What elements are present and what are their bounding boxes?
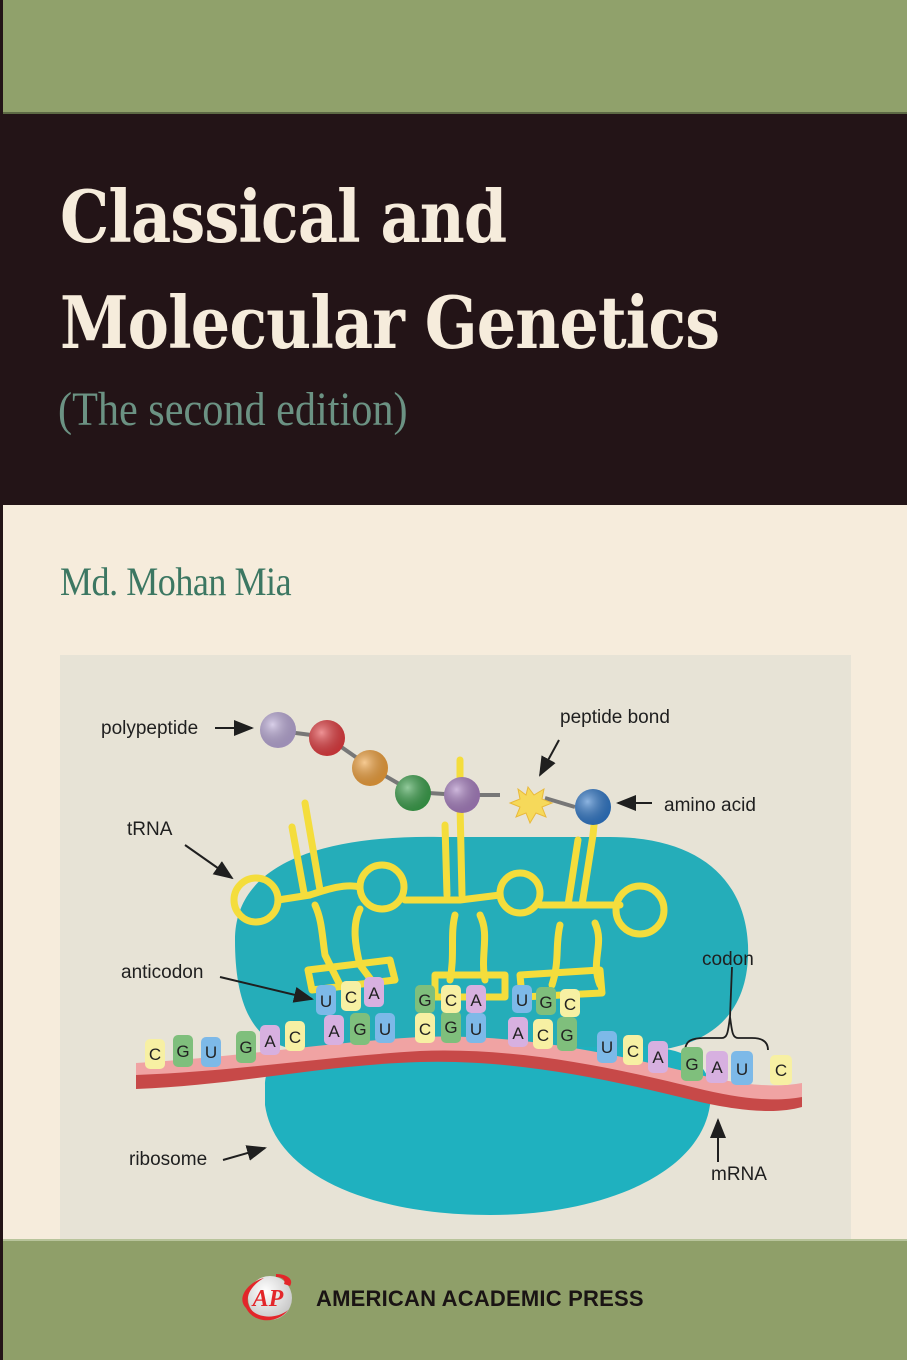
top-band	[0, 0, 907, 114]
svg-text:G: G	[176, 1042, 189, 1061]
anticodon-bases: U C A G C A U G C	[316, 977, 580, 1017]
svg-text:G: G	[444, 1018, 457, 1037]
svg-text:U: U	[205, 1043, 217, 1062]
svg-text:U: U	[320, 992, 332, 1011]
svg-text:U: U	[516, 991, 528, 1010]
svg-text:G: G	[560, 1026, 573, 1045]
ribosome-small-subunit-icon	[265, 1046, 711, 1215]
bottom-band: AP AMERICAN ACADEMIC PRESS	[0, 1239, 907, 1360]
svg-text:C: C	[627, 1042, 639, 1061]
label-anticodon: anticodon	[121, 962, 204, 983]
label-ribosome: ribosome	[129, 1149, 208, 1170]
svg-text:C: C	[149, 1045, 161, 1064]
label-peptide-bond: peptide bond	[560, 707, 670, 728]
mrna-strand-icon	[136, 1036, 802, 1112]
svg-text:A: A	[512, 1024, 524, 1043]
author-name: Md. Mohan Mia	[60, 559, 292, 604]
polypeptide-beads-icon	[260, 712, 480, 813]
translation-illustration: C G U G A C A G U C G U A C G U C	[60, 655, 851, 1239]
svg-text:U: U	[736, 1060, 748, 1079]
svg-text:C: C	[537, 1026, 549, 1045]
edition-subtitle: (The second edition)	[58, 383, 408, 436]
svg-text:U: U	[470, 1020, 482, 1039]
peptide-bond-star-icon	[508, 785, 554, 825]
svg-text:A: A	[652, 1048, 664, 1067]
svg-text:C: C	[419, 1020, 431, 1039]
svg-text:U: U	[379, 1020, 391, 1039]
label-polypeptide: polypeptide	[101, 718, 199, 739]
svg-text:G: G	[239, 1038, 252, 1057]
svg-text:G: G	[539, 993, 552, 1012]
publisher-block: AP AMERICAN ACADEMIC PRESS	[232, 1268, 644, 1330]
title-band: Classical and Molecular Genetics (The se…	[0, 114, 907, 505]
svg-text:C: C	[445, 991, 457, 1010]
svg-text:C: C	[345, 988, 357, 1007]
book-title-line-2: Molecular Genetics	[60, 280, 720, 365]
label-arrows	[184, 720, 726, 1162]
svg-text:G: G	[418, 991, 431, 1010]
trna-molecules-icon	[230, 756, 668, 1001]
svg-text:U: U	[601, 1038, 613, 1057]
svg-text:A: A	[470, 991, 482, 1010]
svg-text:A: A	[264, 1032, 276, 1051]
codon-bracket-icon	[684, 966, 769, 1053]
svg-text:AP: AP	[251, 1286, 284, 1312]
amino-acid-bead-icon	[575, 789, 611, 825]
publisher-name: AMERICAN ACADEMIC PRESS	[316, 1286, 644, 1311]
svg-text:A: A	[711, 1058, 723, 1077]
label-mrna: mRNA	[711, 1164, 767, 1185]
svg-text:A: A	[328, 1022, 340, 1041]
mrna-bases: C G U G A C A G U C G U A C G U C	[145, 1011, 792, 1085]
label-codon: codon	[702, 949, 754, 970]
svg-text:C: C	[289, 1028, 301, 1047]
book-title-line-1: Classical and	[60, 174, 507, 259]
ap-globe-logo-icon: AP	[242, 1274, 292, 1321]
nucleotides: C G U G A C A G U C G U A C G U C	[145, 977, 792, 1085]
ribosome-translation-diagram	[136, 712, 802, 1215]
svg-text:G: G	[353, 1020, 366, 1039]
svg-text:G: G	[685, 1055, 698, 1074]
svg-text:C: C	[564, 995, 576, 1014]
svg-text:A: A	[368, 984, 380, 1003]
spine-edge	[0, 0, 3, 1360]
label-amino-acid: amino acid	[664, 795, 756, 816]
label-trna: tRNA	[127, 819, 173, 840]
svg-text:C: C	[775, 1061, 787, 1080]
